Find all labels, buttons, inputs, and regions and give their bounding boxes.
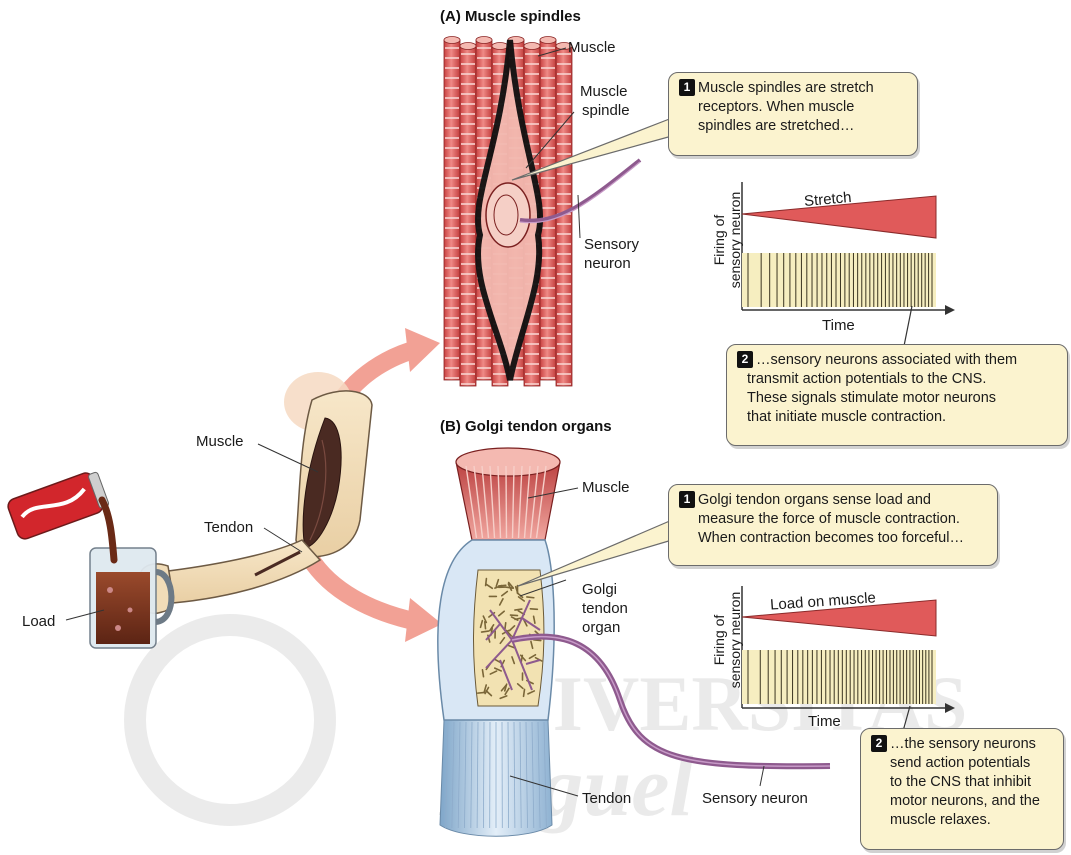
label-b-gto-2: tendon	[582, 599, 628, 618]
muscle-top-b	[456, 448, 560, 476]
arrow-to-panel-b	[310, 558, 418, 622]
callout-a1-line-1: Muscle spindles are stretch	[698, 80, 874, 96]
graph-b-ylabel-2: sensory neuron	[727, 575, 743, 705]
label-b-muscle: Muscle	[582, 478, 630, 497]
callout-b1-line-2: measure the force of muscle contraction.	[679, 510, 987, 529]
can-icon	[6, 469, 111, 541]
collagen-fibre	[499, 585, 506, 586]
callout-a2-line-3: These signals stimulate motor neurons	[737, 389, 1057, 408]
arm-illustration	[6, 372, 372, 648]
callout-b1-line-3: When contraction becomes too forceful…	[679, 529, 987, 548]
label-b-tendon: Tendon	[582, 789, 631, 808]
callout-a2-line-4: that initiate muscle contraction.	[737, 408, 1057, 427]
muscle-fibre-end	[540, 37, 556, 44]
step-badge-a2: 2	[737, 351, 753, 368]
label-arm-muscle: Muscle	[196, 432, 244, 451]
collagen-fibre	[515, 609, 522, 610]
callout-b2-line-4: motor neurons, and the	[871, 792, 1053, 811]
graph-b-ylabel-1: Firing of	[711, 575, 727, 705]
graph-a-ylabel-1: Firing of	[711, 175, 727, 305]
callout-b2-line-3: to the CNS that inhibit	[871, 773, 1053, 792]
muscle-fibre	[460, 46, 476, 386]
graph-b-xlabel: Time	[808, 712, 841, 731]
label-arm-load: Load	[22, 612, 55, 631]
graph-b-ylabel: Firing of sensory neuron	[711, 575, 743, 705]
label-b-sensory-neuron: Sensory neuron	[702, 789, 808, 808]
leader-a-sensory	[578, 195, 580, 238]
collagen-fibre	[482, 631, 489, 632]
callout-b2-line-1: …the sensory neurons	[890, 736, 1036, 752]
muscle-fibre-b	[506, 466, 507, 538]
arrow-head-b	[405, 598, 442, 642]
callout-a2-line-1: …sensory neurons associated with them	[756, 352, 1017, 368]
collagen-fibre	[478, 692, 485, 693]
collagen-fibre	[530, 609, 537, 610]
callout-a2: 2…sensory neurons associated with them t…	[726, 344, 1068, 446]
panel-b-heading: (B) Golgi tendon organs	[440, 418, 612, 435]
step-badge-b1: 1	[679, 491, 695, 508]
graph-a-ylabel-2: sensory neuron	[727, 175, 743, 305]
collagen-fibre	[485, 622, 486, 629]
muscle-fibre-end	[476, 37, 492, 44]
label-b-gto-3: organ	[582, 618, 620, 637]
muscle-fibre-end	[492, 43, 508, 50]
label-a-spindle-2: spindle	[582, 101, 630, 120]
callout-a1-line-2: receptors. When muscle	[679, 98, 907, 117]
collagen-fibre	[524, 689, 525, 696]
callout-b2-line-5: muscle relaxes.	[871, 811, 1053, 830]
collagen-fibre	[505, 623, 506, 630]
graph-a-xlabel: Time	[822, 316, 855, 335]
leader-b-neuron	[760, 766, 764, 786]
callout-a2-line-2: transmit action potentials to the CNS.	[737, 370, 1057, 389]
spike-train-a	[742, 253, 936, 307]
label-b-gto-1: Golgi	[582, 580, 617, 599]
label-a-muscle: Muscle	[568, 38, 616, 57]
panel-a-heading: (A) Muscle spindles	[440, 8, 581, 25]
callout-b2: 2…the sensory neurons send action potent…	[860, 728, 1064, 850]
muscle-fibre-end	[524, 43, 540, 50]
collagen-fibre	[482, 670, 483, 677]
label-arm-tendon: Tendon	[204, 518, 253, 537]
label-a-sensory-1: Sensory	[584, 235, 639, 254]
callout-b2-line-2: send action potentials	[871, 754, 1053, 773]
callout-b1: 1Golgi tendon organs sense load and meas…	[668, 484, 998, 566]
arrow-head-a	[405, 328, 440, 372]
callout-a1-line-3: spindles are stretched…	[679, 117, 907, 136]
step-badge-a1: 1	[679, 79, 695, 96]
graph-a-ylabel: Firing of sensory neuron	[711, 175, 743, 305]
muscle-fibre-end	[444, 37, 460, 44]
muscle-fibre-end	[460, 43, 476, 50]
label-a-sensory-2: neuron	[584, 254, 631, 273]
collagen-fibre	[527, 597, 534, 598]
collagen-fibre	[534, 640, 541, 641]
muscle-fibre	[444, 40, 460, 380]
label-a-spindle-1: Muscle	[580, 82, 628, 101]
callout-b1-line-1: Golgi tendon organs sense load and	[698, 492, 931, 508]
step-badge-b2: 2	[871, 735, 887, 752]
callout-a2-pointer	[904, 306, 912, 346]
